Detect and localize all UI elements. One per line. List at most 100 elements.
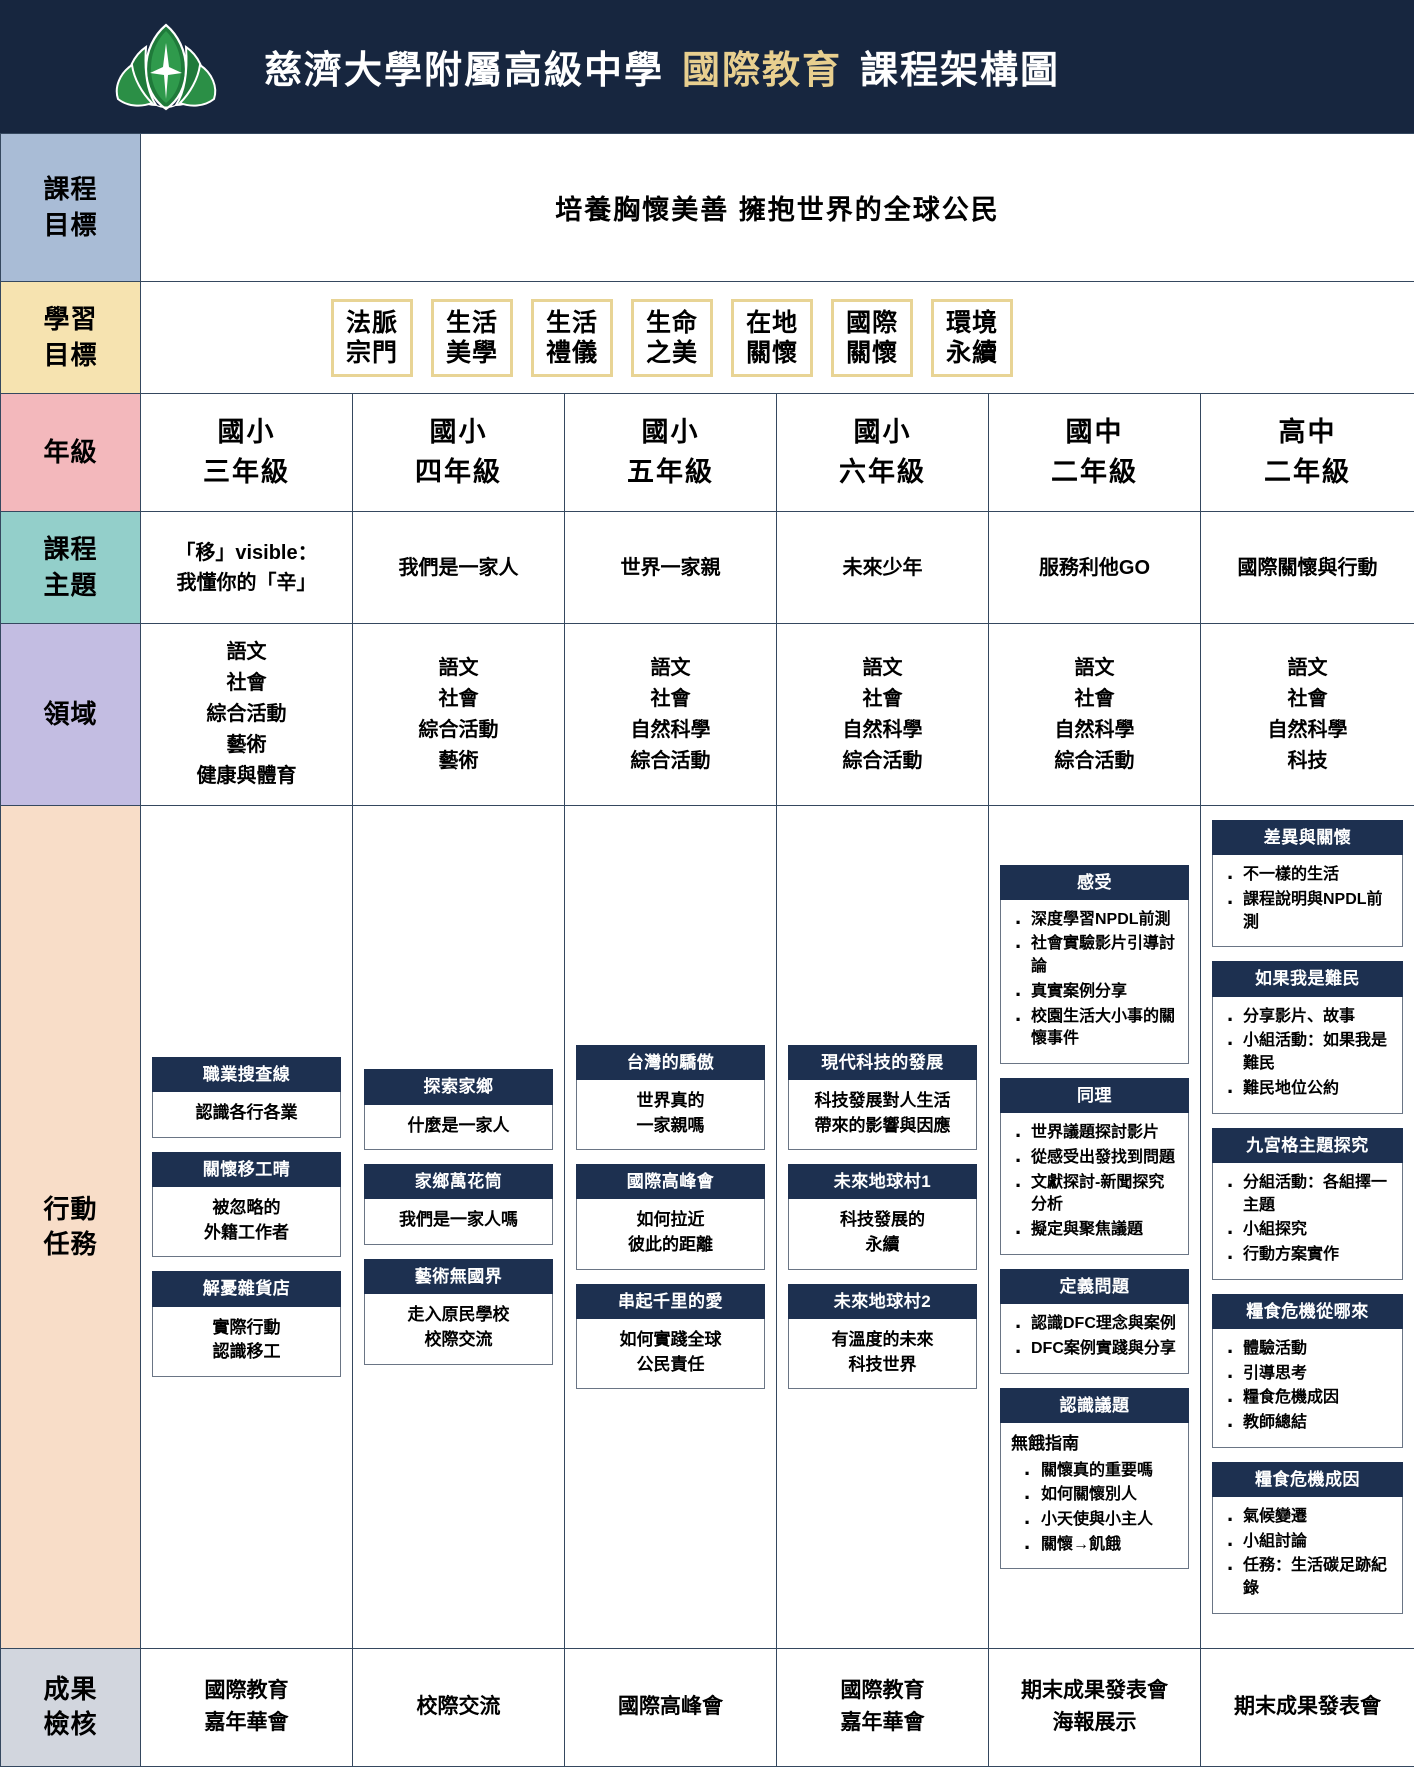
list-item: 關懷真的重要嗎 — [1011, 1460, 1180, 1483]
list-item: 課程說明與NPDL前測 — [1223, 889, 1394, 934]
action-task-card-body: 什麼是一家人 — [364, 1105, 553, 1151]
grade-text: 國中二年級 — [1051, 417, 1138, 486]
action-task-card-body: 體驗活動引導思考糧食危機成因教師總結 — [1212, 1329, 1403, 1448]
list-item: 從感受出發找到問題 — [1011, 1147, 1180, 1170]
school-name: 慈濟大學附屬高級中學 — [264, 50, 664, 92]
action-task-card-body: 深度學習NPDL前測社會實驗影片引導討論真實案例分享校園生活大小事的關懷事件 — [1000, 900, 1189, 1064]
learning-goal-chip-1[interactable]: 生活美學 — [431, 299, 513, 377]
learning-goal-chip-2[interactable]: 生活禮儀 — [531, 299, 613, 377]
theme-cell: 未來少年 — [777, 512, 989, 624]
learning-goal-chip-5[interactable]: 國際關懷 — [831, 299, 913, 377]
table-row-result-check: 成果檢核 國際教育嘉年華會 校際交流 國際高峰會 國際教育嘉年華會 期末成果發表… — [1, 1648, 1414, 1766]
row-label-learning-goal: 學習目標 — [1, 282, 141, 394]
table-row-course-theme: 課程主題 「移」visible：我懂你的「辛」 我們是一家人 世界一家親 未來少… — [1, 512, 1414, 624]
list-item: 體驗活動 — [1223, 1338, 1394, 1361]
learning-goal-chip-3[interactable]: 生命之美 — [631, 299, 713, 377]
row-label-course-goal: 課程目標 — [1, 134, 141, 282]
list-item: 任務：生活碳足跡紀錄 — [1223, 1555, 1394, 1600]
action-task-card-body: 如何實踐全球公民責任 — [576, 1319, 765, 1389]
domain-text: 語文社會自然科學綜合活動 — [1055, 657, 1135, 772]
action-task-card[interactable]: 糧食危機從哪來體驗活動引導思考糧食危機成因教師總結 — [1212, 1294, 1403, 1448]
action-task-card[interactable]: 關懷移工晴被忽略的外籍工作者 — [152, 1152, 341, 1258]
action-task-card[interactable]: 探索家鄉什麼是一家人 — [364, 1069, 553, 1150]
action-column: 感受深度學習NPDL前測社會實驗影片引導討論真實案例分享校園生活大小事的關懷事件… — [989, 806, 1201, 1649]
course-goal-value: 培養胸懷美善 擁抱世界的全球公民 — [141, 134, 1414, 282]
list-item: 氣候變遷 — [1223, 1506, 1394, 1529]
action-task-card-body: 我們是一家人嗎 — [364, 1199, 553, 1245]
table-row-grade: 年級 國小三年級 國小四年級 國小五年級 國小六年級 國中二年級 高中二年級 — [1, 394, 1414, 512]
action-task-bullet-list: 分組活動：各組擇一主題小組探究行動方案實作 — [1223, 1172, 1394, 1267]
table-row-course-goal: 課程目標 培養胸懷美善 擁抱世界的全球公民 — [1, 134, 1414, 282]
row-label-text: 領域 — [43, 699, 97, 729]
theme-cell: 我們是一家人 — [353, 512, 565, 624]
action-task-card[interactable]: 感受深度學習NPDL前測社會實驗影片引導討論真實案例分享校園生活大小事的關懷事件 — [1000, 865, 1189, 1065]
action-task-card[interactable]: 九宮格主題探究分組活動：各組擇一主題小組探究行動方案實作 — [1212, 1128, 1403, 1280]
list-item: 分組活動：各組擇一主題 — [1223, 1172, 1394, 1217]
action-task-bullet-list: 體驗活動引導思考糧食危機成因教師總結 — [1223, 1338, 1394, 1435]
row-label-text: 成果檢核 — [43, 1674, 97, 1739]
domain-cell: 語文社會自然科學綜合活動 — [565, 624, 777, 806]
action-task-card[interactable]: 同理世界議題探討影片從感受出發找到問題文獻探討-新聞探究分析擬定與聚焦議題 — [1000, 1078, 1189, 1255]
learning-goal-chip-4[interactable]: 在地關懷 — [731, 299, 813, 377]
grade-text: 國小三年級 — [203, 417, 290, 486]
list-item: 糧食危機成因 — [1223, 1387, 1394, 1410]
list-item: 引導思考 — [1223, 1363, 1394, 1386]
domain-text: 語文社會自然科學綜合活動 — [631, 657, 711, 772]
action-task-card[interactable]: 國際高峰會如何拉近彼此的距離 — [576, 1164, 765, 1270]
result-cell: 期末成果發表會 — [1201, 1648, 1414, 1766]
row-label-result-check: 成果檢核 — [1, 1648, 141, 1766]
grade-cell: 國小六年級 — [777, 394, 989, 512]
result-text: 國際教育嘉年華會 — [841, 1679, 925, 1735]
action-task-card-title: 同理 — [1000, 1078, 1189, 1113]
action-task-card-title: 差異與關懷 — [1212, 820, 1403, 855]
learning-goal-chips: 法脈宗門生活美學生活禮儀生命之美在地關懷國際關懷環境永續 — [141, 282, 1414, 394]
grade-cell: 國小三年級 — [141, 394, 353, 512]
learning-goal-chip-6[interactable]: 環境永續 — [931, 299, 1013, 377]
action-task-card[interactable]: 職業搜查線認識各行各業 — [152, 1057, 341, 1138]
action-task-bullet-list: 深度學習NPDL前測社會實驗影片引導討論真實案例分享校園生活大小事的關懷事件 — [1011, 909, 1180, 1051]
action-task-card[interactable]: 如果我是難民分享影片、故事小組活動：如果我是難民難民地位公約 — [1212, 961, 1403, 1113]
theme-text: 國際關懷與行動 — [1238, 557, 1378, 579]
action-task-card[interactable]: 認識議題無餓指南關懷真的重要嗎如何關懷別人小天使與小主人關懷→飢餓 — [1000, 1388, 1189, 1570]
grade-text: 國小六年級 — [839, 417, 926, 486]
learning-goal-chip-0[interactable]: 法脈宗門 — [331, 299, 413, 377]
theme-text: 未來少年 — [843, 557, 923, 579]
action-task-card[interactable]: 差異與關懷不一樣的生活課程說明與NPDL前測 — [1212, 820, 1403, 947]
action-column: 台灣的驕傲世界真的一家親嗎國際高峰會如何拉近彼此的距離串起千里的愛如何實踐全球公… — [565, 806, 777, 1649]
action-task-card-title: 職業搜查線 — [152, 1057, 341, 1092]
action-task-card-title: 認識議題 — [1000, 1388, 1189, 1423]
action-task-card[interactable]: 定義問題認識DFC理念與案例DFC案例實踐與分享 — [1000, 1269, 1189, 1374]
grade-cell: 國小五年級 — [565, 394, 777, 512]
action-task-card-title: 台灣的驕傲 — [576, 1045, 765, 1080]
action-task-card[interactable]: 現代科技的發展科技發展對人生活帶來的影響與因應 — [788, 1045, 977, 1151]
action-task-bullet-list: 世界議題探討影片從感受出發找到問題文獻探討-新聞探究分析擬定與聚焦議題 — [1011, 1122, 1180, 1242]
action-task-card[interactable]: 台灣的驕傲世界真的一家親嗎 — [576, 1045, 765, 1151]
list-item: 小天使與小主人 — [1011, 1509, 1180, 1532]
list-item: 難民地位公約 — [1223, 1078, 1394, 1101]
action-task-card-title: 九宮格主題探究 — [1212, 1128, 1403, 1163]
list-item: 不一樣的生活 — [1223, 864, 1394, 887]
action-task-bullet-list: 氣候變遷小組討論任務：生活碳足跡紀錄 — [1223, 1506, 1394, 1601]
result-cell: 期末成果發表會海報展示 — [989, 1648, 1201, 1766]
theme-text: 服務利他GO — [1039, 557, 1150, 579]
action-task-card[interactable]: 藝術無國界走入原民學校校際交流 — [364, 1259, 553, 1365]
list-item: DFC案例實踐與分享 — [1011, 1338, 1180, 1361]
action-task-card-body: 認識DFC理念與案例DFC案例實踐與分享 — [1000, 1304, 1189, 1373]
result-text: 國際高峰會 — [618, 1695, 723, 1718]
action-task-card-title: 未來地球村1 — [788, 1164, 977, 1199]
tzu-chi-lotus-logo-icon — [104, 21, 228, 113]
grade-text: 國小五年級 — [627, 417, 714, 486]
action-task-card[interactable]: 家鄉萬花筒我們是一家人嗎 — [364, 1164, 553, 1245]
action-task-card-body: 如何拉近彼此的距離 — [576, 1199, 765, 1269]
action-task-card[interactable]: 糧食危機成因氣候變遷小組討論任務：生活碳足跡紀錄 — [1212, 1462, 1403, 1614]
row-label-text: 學習目標 — [43, 304, 97, 369]
action-task-card[interactable]: 串起千里的愛如何實踐全球公民責任 — [576, 1284, 765, 1390]
action-task-card-title: 糧食危機從哪來 — [1212, 1294, 1403, 1329]
domain-text: 語文社會自然科學科技 — [1268, 657, 1348, 772]
action-task-card-title: 未來地球村2 — [788, 1284, 977, 1319]
action-task-card[interactable]: 解憂雜貨店實際行動認識移工 — [152, 1271, 341, 1377]
theme-cell: 世界一家親 — [565, 512, 777, 624]
